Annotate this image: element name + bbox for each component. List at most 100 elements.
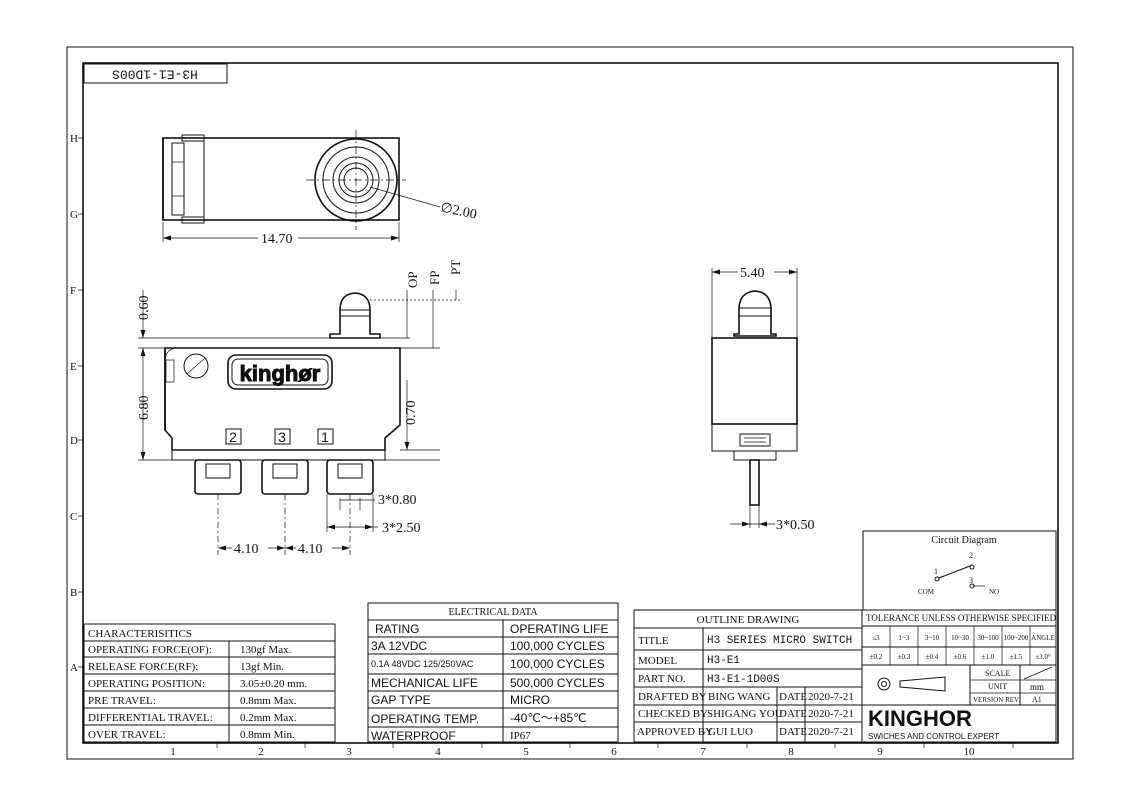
- tol-range: 30~100: [977, 634, 999, 642]
- title-block: OUTLINE DRAWING TITLE H3 SERIES MICRO SW…: [633, 609, 1057, 743]
- column-label: 6: [611, 746, 617, 758]
- char-label: RELEASE FORCE(RF):: [88, 661, 198, 673]
- tol-value: ±1.5: [1010, 653, 1023, 661]
- tol-range: 1~3: [899, 634, 910, 642]
- title-label: TITLE: [638, 635, 669, 647]
- drafted-label: DRAFTED BY: [638, 691, 707, 703]
- dim-diameter: ∅2.00: [439, 200, 478, 222]
- tol-value: ±0.4: [926, 653, 939, 661]
- row-label: D: [70, 435, 78, 447]
- tab-code-box: [83, 63, 228, 84]
- version-label: VERSION REV: [973, 696, 1019, 704]
- label-fp: FP: [427, 271, 442, 285]
- inner-border: [82, 62, 1059, 744]
- date-value: 2020-7-21: [808, 691, 854, 703]
- checked-value: SHIGANG YOU: [707, 708, 783, 720]
- dim-side-terminal: 3*0.50: [776, 518, 815, 533]
- column-label: 1: [170, 746, 176, 758]
- column-label: 8: [788, 746, 794, 758]
- elec-cell: 100,000 CYCLES: [510, 657, 605, 671]
- front-view: kinghør 2 3 1 0.60 6.80 OP: [137, 260, 463, 557]
- characteristics-title: CHARACTERISITICS: [88, 628, 192, 640]
- dim-060: 0.60: [137, 296, 152, 321]
- projection-symbol-icon: [877, 676, 946, 692]
- row-label: A: [70, 662, 78, 674]
- column-label: 10: [964, 746, 976, 758]
- tol-range: ANGLE: [1031, 634, 1055, 642]
- elec-cell: IP67: [510, 730, 531, 742]
- elec-cell: MECHANICAL LIFE: [371, 676, 478, 690]
- column-label: 2: [258, 746, 264, 758]
- terminal-number: 1: [321, 429, 329, 445]
- model-value: H3-E1: [707, 655, 740, 667]
- tab-code: H3-E1-1D00S: [112, 67, 198, 82]
- electrical-title: ELECTRICAL DATA: [448, 607, 538, 618]
- char-label: PRE TRAVEL:: [88, 695, 156, 707]
- char-value: 130gf Max.: [240, 644, 292, 656]
- electrical-table: ELECTRICAL DATA RATING OPERATING LIFE 3A…: [367, 602, 619, 743]
- tol-value: ±1.0: [982, 653, 995, 661]
- circuit-com: COM: [918, 588, 935, 596]
- column-label: 3: [346, 746, 352, 758]
- characteristics-table: CHARACTERISITICS OPERATING FORCE(OF): 13…: [83, 623, 336, 743]
- dim-top-width: 14.70: [261, 232, 293, 247]
- elec-cell: 3A 12VDC: [371, 639, 427, 653]
- title-value: H3 SERIES MICRO SWITCH: [707, 635, 852, 647]
- elec-cell: GAP TYPE: [371, 693, 431, 707]
- circuit-diagram: Circuit Diagram 1 2 3 COM NO: [862, 530, 1057, 611]
- row-label: G: [70, 209, 78, 221]
- char-value: 0.8mm Min.: [240, 729, 295, 741]
- column-label: 5: [523, 746, 529, 758]
- company-name: KINGHOR: [868, 706, 972, 731]
- side-view: 5.40 3*0.50: [711, 264, 815, 533]
- tol-range: ≤3: [872, 634, 880, 642]
- date-label: DATE: [779, 691, 807, 703]
- part-value: H3-E1-1D00S: [707, 674, 780, 686]
- column-labels: 1 2 3 4 5 6 7 8 9 10: [170, 746, 975, 758]
- approved-label: APPROVED BY: [637, 726, 713, 738]
- char-value: 0.8mm Max.: [240, 695, 297, 707]
- char-value: 3.05±0.20 mm.: [240, 678, 307, 690]
- dim-3x250: 3*2.50: [382, 521, 421, 536]
- elec-cell: 500,000 CYCLES: [510, 676, 605, 690]
- approved-value: GUI LUO: [708, 726, 753, 738]
- row-label: C: [70, 511, 77, 523]
- scale-label: SCALE: [985, 669, 1010, 678]
- unit-label: UNIT: [988, 682, 1007, 691]
- dim-070: 0.70: [404, 401, 419, 426]
- tol-range: 3~10: [925, 634, 940, 642]
- tol-value: ±3.0°: [1035, 653, 1051, 661]
- circuit-node: 3: [969, 576, 973, 585]
- part-label: PART NO.: [638, 673, 686, 685]
- label-pt: PT: [448, 260, 463, 275]
- tol-value: ±0.3: [898, 653, 911, 661]
- row-labels: H G F E D C B A: [70, 133, 78, 674]
- elec-cell: MICRO: [510, 693, 550, 707]
- date-value: 2020-7-21: [808, 726, 854, 738]
- drafted-value: BING WANG: [708, 691, 770, 703]
- terminal-number: 3: [278, 429, 286, 445]
- row-label: H: [70, 133, 78, 145]
- dim-side-width: 5.40: [740, 266, 765, 281]
- tol-range: 10~30: [951, 634, 969, 642]
- circuit-title: Circuit Diagram: [931, 535, 996, 546]
- label-op: OP: [405, 271, 420, 288]
- column-label: 9: [877, 746, 883, 758]
- row-label: F: [70, 285, 76, 297]
- elec-header: OPERATING LIFE: [510, 622, 608, 636]
- row-label: B: [70, 587, 77, 599]
- char-value: 13gf Min.: [240, 661, 284, 673]
- char-label: OPERATING POSITION:: [88, 678, 205, 690]
- circuit-node: 2: [969, 551, 973, 560]
- row-label: E: [70, 361, 77, 373]
- char-label: DIFFERENTIAL TRAVEL:: [88, 712, 213, 724]
- tol-value: ±0.2: [870, 653, 883, 661]
- char-label: OVER TRAVEL:: [88, 729, 166, 741]
- elec-cell: OPERATING TEMP.: [371, 712, 479, 726]
- char-value: 0.2mm Max.: [240, 712, 297, 724]
- elec-cell: WATERPROOF: [371, 729, 456, 743]
- outline-label: OUTLINE DRAWING: [697, 614, 800, 626]
- terminal-number: 2: [229, 429, 237, 445]
- dim-410-b: 4.10: [298, 542, 323, 557]
